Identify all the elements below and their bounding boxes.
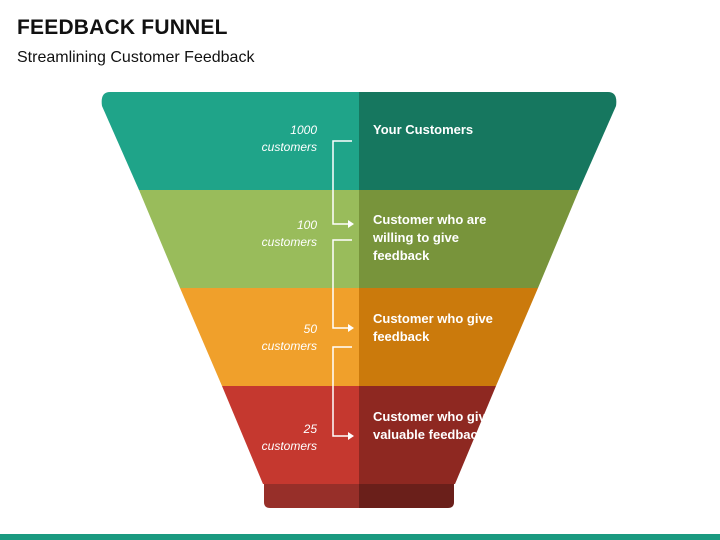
funnel-tier-1-right [359,92,617,190]
stage-3-count-value: 50 [303,322,317,336]
stage-4-count: 25 customers [197,421,317,455]
stage-4-count-unit: customers [261,439,317,453]
arrow-right-icon [348,220,354,228]
stage-4-label: Customer who give valuable feedback [373,409,493,442]
stage-3-count: 50 customers [197,321,317,355]
stage-2-count-unit: customers [261,235,317,249]
stage-2-label: Customer who are willing to give feedbac… [373,212,487,263]
flow-connector-2 [332,239,352,329]
funnel-tier-4-left [222,386,359,484]
stage-2-count: 100 customers [197,217,317,251]
arrow-right-icon [348,432,354,440]
stage-1-label: Your Customers [373,122,474,137]
funnel-tier-3-left [180,288,359,386]
funnel-tier-4-right [359,386,496,484]
funnel-tier-2-left [139,190,359,288]
flow-connector-1 [332,140,352,225]
stage-1-count: 1000 customers [197,122,317,156]
page-title: FEEDBACK FUNNEL [17,16,228,39]
funnel-base-left [264,484,359,508]
arrow-right-icon [348,324,354,332]
funnel-base-right [359,484,454,508]
funnel-tier-1-left [101,92,360,190]
funnel-tier-2-right [359,190,579,288]
stage-1-count-value: 1000 [290,123,317,137]
stage-3-label: Customer who give feedback [373,311,493,344]
stage-3-count-unit: customers [261,339,317,353]
footer-bar [0,534,720,540]
stage-1-count-unit: customers [261,140,317,154]
stage-4-count-value: 25 [303,422,317,436]
page-subtitle: Streamlining Customer Feedback [17,49,255,66]
stage-2-count-value: 100 [296,218,317,232]
funnel-tier-3-right [359,288,538,386]
flow-connector-3 [332,346,352,437]
